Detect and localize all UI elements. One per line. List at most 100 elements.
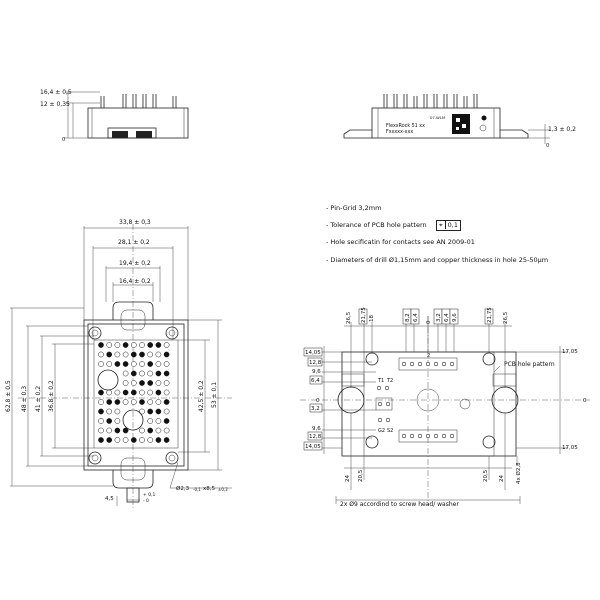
grid-pin [130, 380, 137, 386]
dim-41: 41 ± 0,2 [35, 386, 42, 412]
note-drill: - Diameters of drill Ø1,15mm and copper … [326, 256, 549, 264]
grid-pin [155, 389, 162, 396]
hole-x-tol: ±0,3 [218, 487, 228, 492]
grid-pin [114, 408, 121, 415]
grid-pin [122, 427, 129, 434]
grid-pin [139, 380, 145, 386]
dim-53: 53 ± 0,1 [211, 382, 218, 408]
grid-pin [114, 427, 121, 434]
pcb-pin-hole [449, 433, 455, 439]
side-right-flange-left [343, 129, 372, 139]
dim-zero-left: 0 [62, 137, 65, 143]
side-view-left: 16,4 ± 0,5 12 ± 0,35 0 [40, 89, 189, 143]
dim-12: 12 ± 0,35 [40, 101, 70, 108]
grid-pin [155, 418, 162, 424]
grid-pin [163, 418, 170, 424]
tolerance-value: 0,1 [444, 221, 459, 229]
pcb-dim-top-10: 26,5 [503, 311, 509, 324]
pcb-dim-top-3: 8,2 [405, 313, 411, 322]
pcb-pin-hole [385, 417, 391, 423]
grid-pin [139, 351, 145, 358]
tab-dim: 4,5 [105, 496, 114, 502]
grid-pin [139, 389, 145, 396]
side-right-flange-right [500, 129, 529, 139]
pcb-pin-hole [417, 361, 423, 367]
side-right-pins [383, 94, 478, 108]
pcb-dim-left-8: 14,05 [305, 444, 321, 450]
pcb-dim-top-9: 21,75 [487, 307, 493, 323]
pcb-dim-top-7: 6,4 [444, 313, 450, 322]
pcb-dim-left-4: 0 [316, 398, 320, 404]
grid-pin [106, 389, 113, 396]
big-pad-left [97, 369, 119, 391]
pcb-outline [341, 351, 517, 457]
grid-pin [114, 399, 121, 405]
grid-pin [155, 399, 162, 405]
dim-62-8: 62,8 ± 0,5 [5, 380, 12, 412]
pin-label-g2: G2 [378, 428, 385, 434]
tab-tol-top: + 0,1 [143, 492, 155, 498]
corner-holes [88, 326, 179, 465]
grid-pin [147, 437, 154, 443]
dim-16-4: 16,4 ± 0,5 [40, 89, 72, 96]
grid-pin [155, 370, 162, 377]
pcb-pin-hole [425, 361, 431, 367]
pcb-pin-hole [401, 361, 407, 367]
pcb-pin-hole [425, 433, 431, 439]
grid-pin [106, 361, 113, 367]
pcb-dim-right-1: 0 [583, 398, 587, 404]
grid-pin [114, 361, 121, 367]
grid-pin [106, 418, 113, 424]
note-pin-grid: - Pin-Grid 3,2mm [326, 204, 382, 212]
side-right-body [371, 107, 501, 139]
pin-label-2: 2 [427, 353, 430, 359]
grid-pin [106, 399, 113, 405]
grid-pin [122, 370, 129, 377]
grid-pin [139, 437, 145, 443]
grid-pin [98, 342, 104, 348]
pcb-pin-hole [433, 433, 439, 439]
dim-16-4: 16,4 ± 0,2 [119, 278, 151, 285]
grid-pin [98, 418, 104, 424]
grid-pin [155, 380, 162, 386]
grid-pin [163, 342, 170, 348]
pcb-pins [376, 361, 455, 439]
grid-pin [147, 380, 154, 386]
pcb-right-dims: 17,05 0 17,05 4x Ø2,8 [515, 346, 587, 484]
grid-pin [163, 351, 170, 358]
pcb-dim-right-0: 17,05 [562, 349, 578, 355]
grid-pin [114, 389, 121, 396]
grid-pin [139, 427, 145, 434]
pcb-dim-bot-1: 20,5 [358, 469, 364, 482]
side-right-label-1: FlexxRock 51 xx [386, 123, 425, 129]
pcb-dim-bot-0: 24 [345, 475, 351, 482]
pcb-pin-hole [409, 433, 415, 439]
grid-pin [98, 389, 104, 396]
pcb-title: PCB hole pattern [504, 361, 555, 368]
side-right-dot [481, 115, 487, 121]
grid-pin [163, 427, 170, 434]
pin-label-s2: S2 [387, 428, 393, 434]
pcb-pin-hole [417, 433, 423, 439]
grid-pin [163, 370, 170, 377]
grid-pin [98, 351, 104, 358]
pcb-dim-top-2: 18 [369, 315, 375, 322]
grid-pin [98, 408, 104, 415]
tab-tol-bot: - 0 [143, 498, 149, 504]
side-left-pins [100, 94, 177, 108]
datamatrix-code [452, 114, 470, 134]
top-tab [112, 301, 154, 320]
grid-pin [147, 427, 154, 434]
grid-pin [122, 342, 129, 348]
grid-pin [98, 399, 104, 405]
grid-pin [147, 342, 154, 348]
pcb-pin-hole [441, 433, 447, 439]
grid-pin [106, 427, 113, 434]
pcb-pin-hole [449, 361, 455, 367]
grid-pin [130, 399, 137, 405]
grid-pin [147, 389, 154, 396]
hole-dia-label: Ø2,3 [176, 485, 190, 492]
grid-pin [98, 437, 104, 443]
pcb-bottom-dims: 24 20,5 20,5 24 2x Ø9 accordind to screw… [335, 413, 521, 508]
grid-pin [155, 427, 162, 434]
